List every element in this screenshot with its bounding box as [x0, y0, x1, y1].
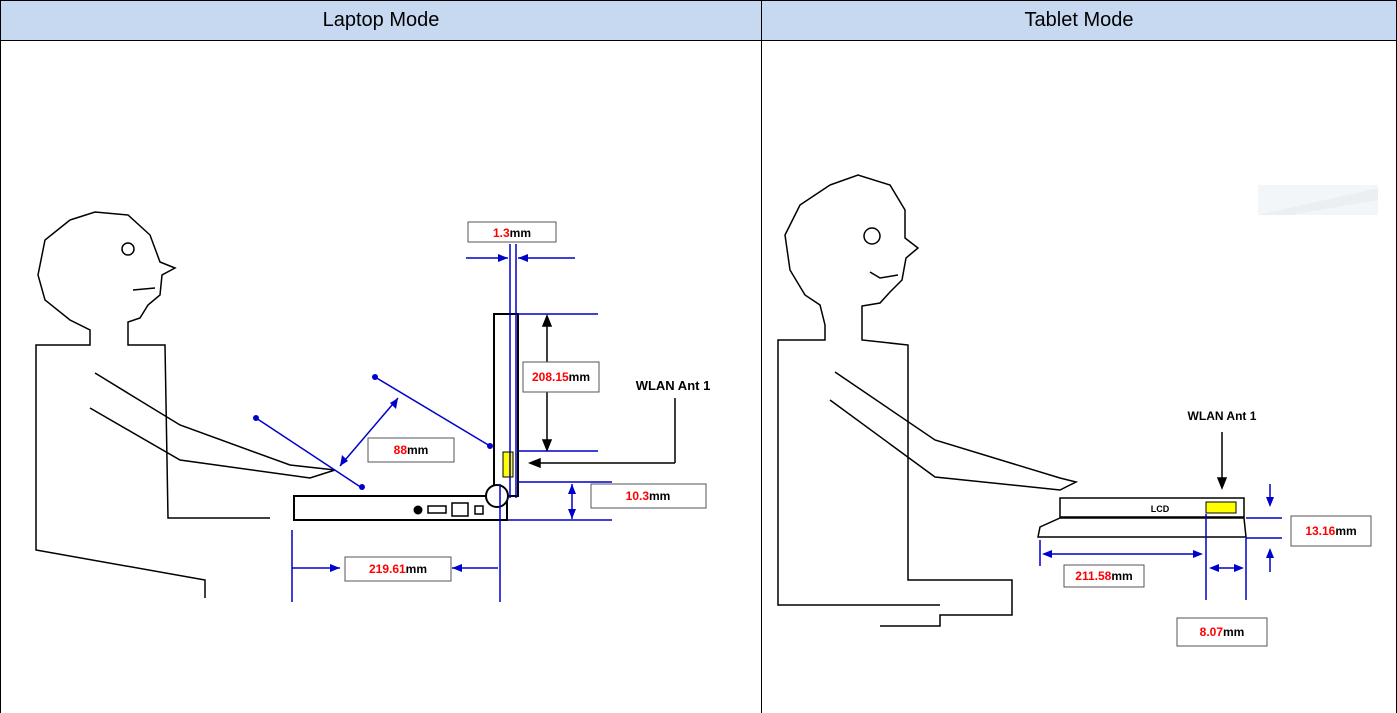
laptop-dimension-points [253, 254, 576, 572]
laptop-dimension-lines [255, 244, 612, 602]
cell-tablet-mode [761, 40, 1397, 713]
laptop-person-figure [35, 211, 336, 598]
cell-laptop-mode [0, 40, 762, 713]
laptop-label-boxes [344, 221, 707, 582]
laptop-height-dimension: 208.15mm [532, 370, 590, 384]
laptop-gap-dimension: 1.3mm [493, 226, 531, 240]
header-tablet-mode: Tablet Mode [761, 0, 1397, 41]
laptop-diagonal-dimension: 88mm [394, 443, 429, 457]
laptop-width-dimension: 219.61mm [369, 562, 427, 576]
laptop-antenna-label: WLAN Ant 1 [636, 378, 711, 393]
laptop-thickness-dimension: 10.3mm [626, 489, 671, 503]
header-laptop-mode: Laptop Mode [0, 0, 762, 41]
laptop-black-arrows [527, 313, 676, 469]
laptop-mode-diagram: 1.3mm 208.15mm 88mm 10.3mm 219.61mm WLAN… [35, 211, 711, 602]
laptop-antenna-marker [502, 451, 514, 478]
laptop-device [293, 313, 519, 521]
